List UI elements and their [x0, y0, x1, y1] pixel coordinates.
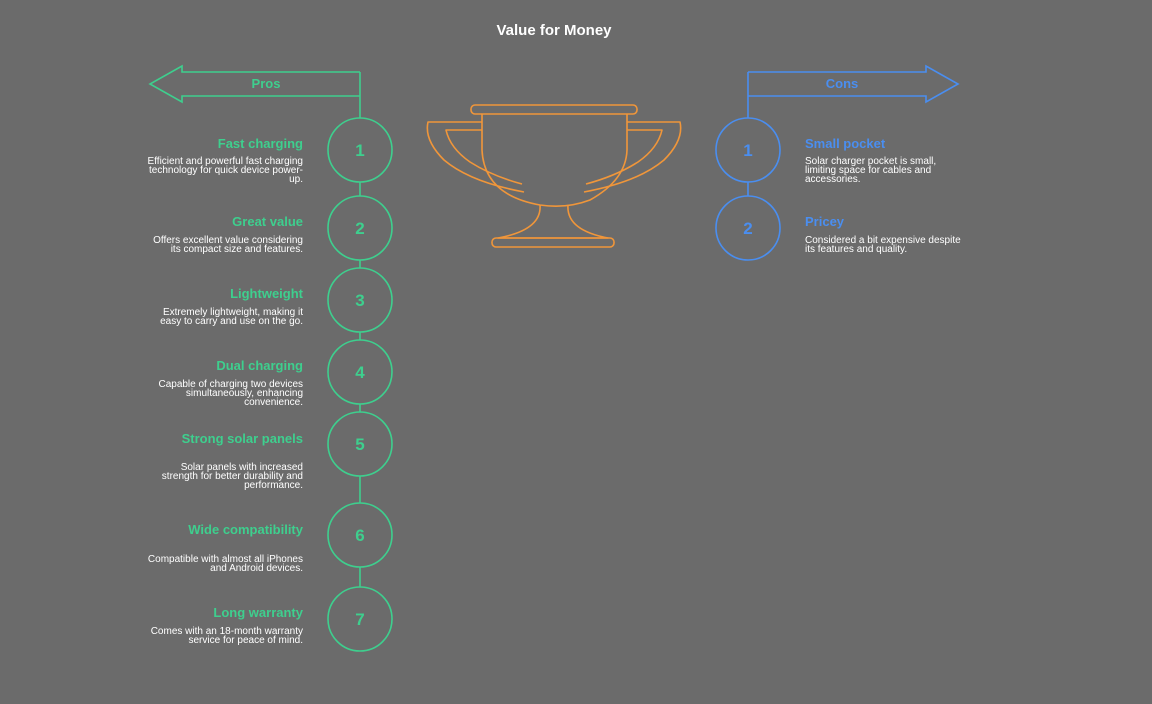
pros-item-5-title: Strong solar panels [181, 431, 303, 446]
cons-item-2-title: Pricey [805, 214, 845, 229]
cons-item-2-desc: Considered a bit expensive despite its f… [805, 235, 961, 255]
pros-item-7-desc: Comes with an 18-month warranty service … [150, 626, 303, 646]
pros-numbers: 1 2 3 4 5 6 7 [355, 141, 365, 629]
pros-circle-6 [327, 502, 393, 568]
cons-arrow-label: Cons [826, 76, 859, 91]
pros-number-4: 4 [355, 363, 365, 382]
pros-circle-5 [327, 411, 393, 477]
pros-item-4-desc: Capable of charging two devices simultan… [158, 379, 303, 408]
cons-numbers: 1 2 [743, 141, 752, 238]
page-title: Value for Money [496, 22, 612, 39]
pros-item-3-title: Lightweight [230, 286, 303, 301]
pros-item-2-desc: Offers excellent value considering its c… [153, 235, 303, 255]
pros-arrow-label: Pros [252, 76, 281, 91]
pros-circle-1 [327, 117, 393, 183]
pros-item-4-title: Dual charging [216, 358, 303, 373]
cons-number-circles [715, 117, 781, 261]
pros-arrow [148, 64, 360, 104]
pros-number-2: 2 [355, 219, 364, 238]
cons-arrow [748, 64, 960, 104]
pros-number-7: 7 [355, 610, 364, 629]
cons-number-2: 2 [743, 219, 752, 238]
cons-number-1: 1 [743, 141, 752, 160]
trophy-icon [426, 104, 682, 248]
cons-item-1-desc: Solar charger pocket is small, limiting … [805, 156, 937, 185]
pros-circle-4 [327, 339, 393, 405]
pros-number-5: 5 [355, 435, 364, 454]
pros-item-2-title: Great value [232, 214, 303, 229]
pros-circle-3 [327, 267, 393, 333]
pros-item-6-desc: Compatible with almost all iPhones and A… [147, 554, 303, 574]
cons-circle-1 [715, 117, 781, 183]
cons-circle-2 [715, 195, 781, 261]
pros-item-1-title: Fast charging [217, 136, 303, 151]
pros-item-6-title: Wide compatibility [188, 522, 303, 537]
pros-number-circles [327, 117, 393, 652]
pros-item-1-desc: Efficient and powerful fast charging tec… [147, 156, 303, 185]
pros-item-5-desc: Solar panels with increased strength for… [161, 462, 303, 491]
pros-item-3-desc: Extremely lightweight, making it easy to… [160, 307, 303, 327]
pros-circle-7 [327, 586, 393, 652]
pros-circle-2 [327, 195, 393, 261]
cons-item-1-title: Small pocket [805, 136, 886, 151]
pros-number-6: 6 [355, 526, 364, 545]
pros-number-3: 3 [355, 291, 364, 310]
pros-number-1: 1 [355, 141, 364, 160]
pros-item-7-title: Long warranty [213, 605, 303, 620]
